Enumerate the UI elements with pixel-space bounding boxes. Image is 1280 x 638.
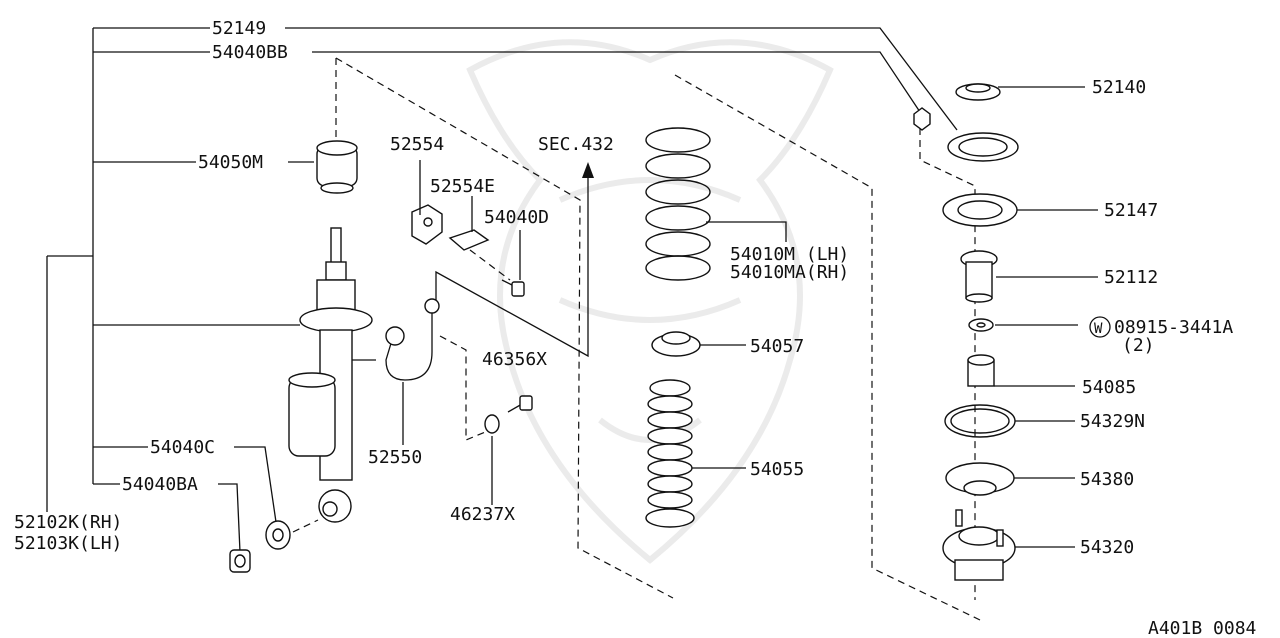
- plate-52147: [942, 193, 1018, 227]
- bolt-46356X: [507, 395, 533, 413]
- label-54040BB: 54040BB: [212, 42, 288, 63]
- dust-boot-54055: [645, 379, 695, 528]
- label-54057: 54057: [750, 336, 804, 357]
- label-46237X: 46237X: [450, 504, 515, 525]
- bump-stop-54050M: [316, 140, 358, 194]
- label-08915-symbol: W: [1094, 321, 1103, 337]
- label-52140: 52140: [1092, 77, 1146, 98]
- label-54320: 54320: [1080, 537, 1134, 558]
- label-54040C: 54040C: [150, 437, 215, 458]
- circle-w-icon: [1089, 316, 1111, 338]
- bushing-52112: [960, 250, 998, 303]
- cap-52140: [955, 83, 1001, 101]
- label-sec-432: SEC.432: [538, 134, 614, 155]
- collar-54085: [967, 354, 995, 387]
- label-54040D: 54040D: [484, 207, 549, 228]
- bracket-52554: [411, 204, 443, 245]
- section-arrow: [435, 162, 594, 358]
- labels: 52149 54040BB 54050M 52554 52554E 54040D…: [14, 18, 1256, 638]
- label-52147: 52147: [1104, 200, 1158, 221]
- label-52149: 52149: [212, 18, 266, 39]
- clip-52554E: [448, 229, 490, 251]
- coil-spring-54010M: [645, 127, 711, 281]
- label-46356X: 46356X: [482, 349, 547, 370]
- label-54380: 54380: [1080, 469, 1134, 490]
- label-54329N: 54329N: [1080, 411, 1145, 432]
- left-bracket: [46, 27, 958, 553]
- mount-54320: [942, 509, 1016, 581]
- ring-54329N: [944, 404, 1016, 438]
- figure-code: A401B 0084: [1148, 618, 1256, 638]
- label-52550: 52550: [368, 447, 422, 468]
- watermark-emblem: [466, 39, 834, 564]
- washer-08915: [968, 318, 994, 332]
- nut-54040BA: [229, 549, 251, 573]
- label-54010MA: 54010MA(RH): [730, 262, 849, 283]
- label-54050M: 54050M: [198, 152, 263, 173]
- washer-46237X: [484, 414, 500, 505]
- washer-54040C: [265, 520, 291, 550]
- label-54085: 54085: [1082, 377, 1136, 398]
- brake-hose-52550: [385, 298, 440, 445]
- insulator-ring: [947, 132, 1019, 162]
- label-54040BA: 54040BA: [122, 474, 198, 495]
- label-52102K: 52102K(RH): [14, 512, 122, 533]
- assembly-guides: [292, 57, 981, 621]
- spring-seat-54057: [651, 331, 701, 357]
- label-52554: 52554: [390, 134, 444, 155]
- label-52103K: 52103K(LH): [14, 533, 122, 554]
- nut-52149: [913, 107, 931, 131]
- label-52554E: 52554E: [430, 176, 495, 197]
- leaders: [419, 86, 1098, 548]
- label-08915: 08915-3441A: [1114, 317, 1233, 338]
- label-54055: 54055: [750, 459, 804, 480]
- bolt-54040D: [501, 279, 525, 297]
- label-52112: 52112: [1104, 267, 1158, 288]
- strut-assembly: [288, 227, 376, 523]
- label-54010M: 54010M (LH): [730, 244, 849, 265]
- label-08915-qty: (2): [1122, 335, 1155, 356]
- seat-54380: [945, 462, 1015, 496]
